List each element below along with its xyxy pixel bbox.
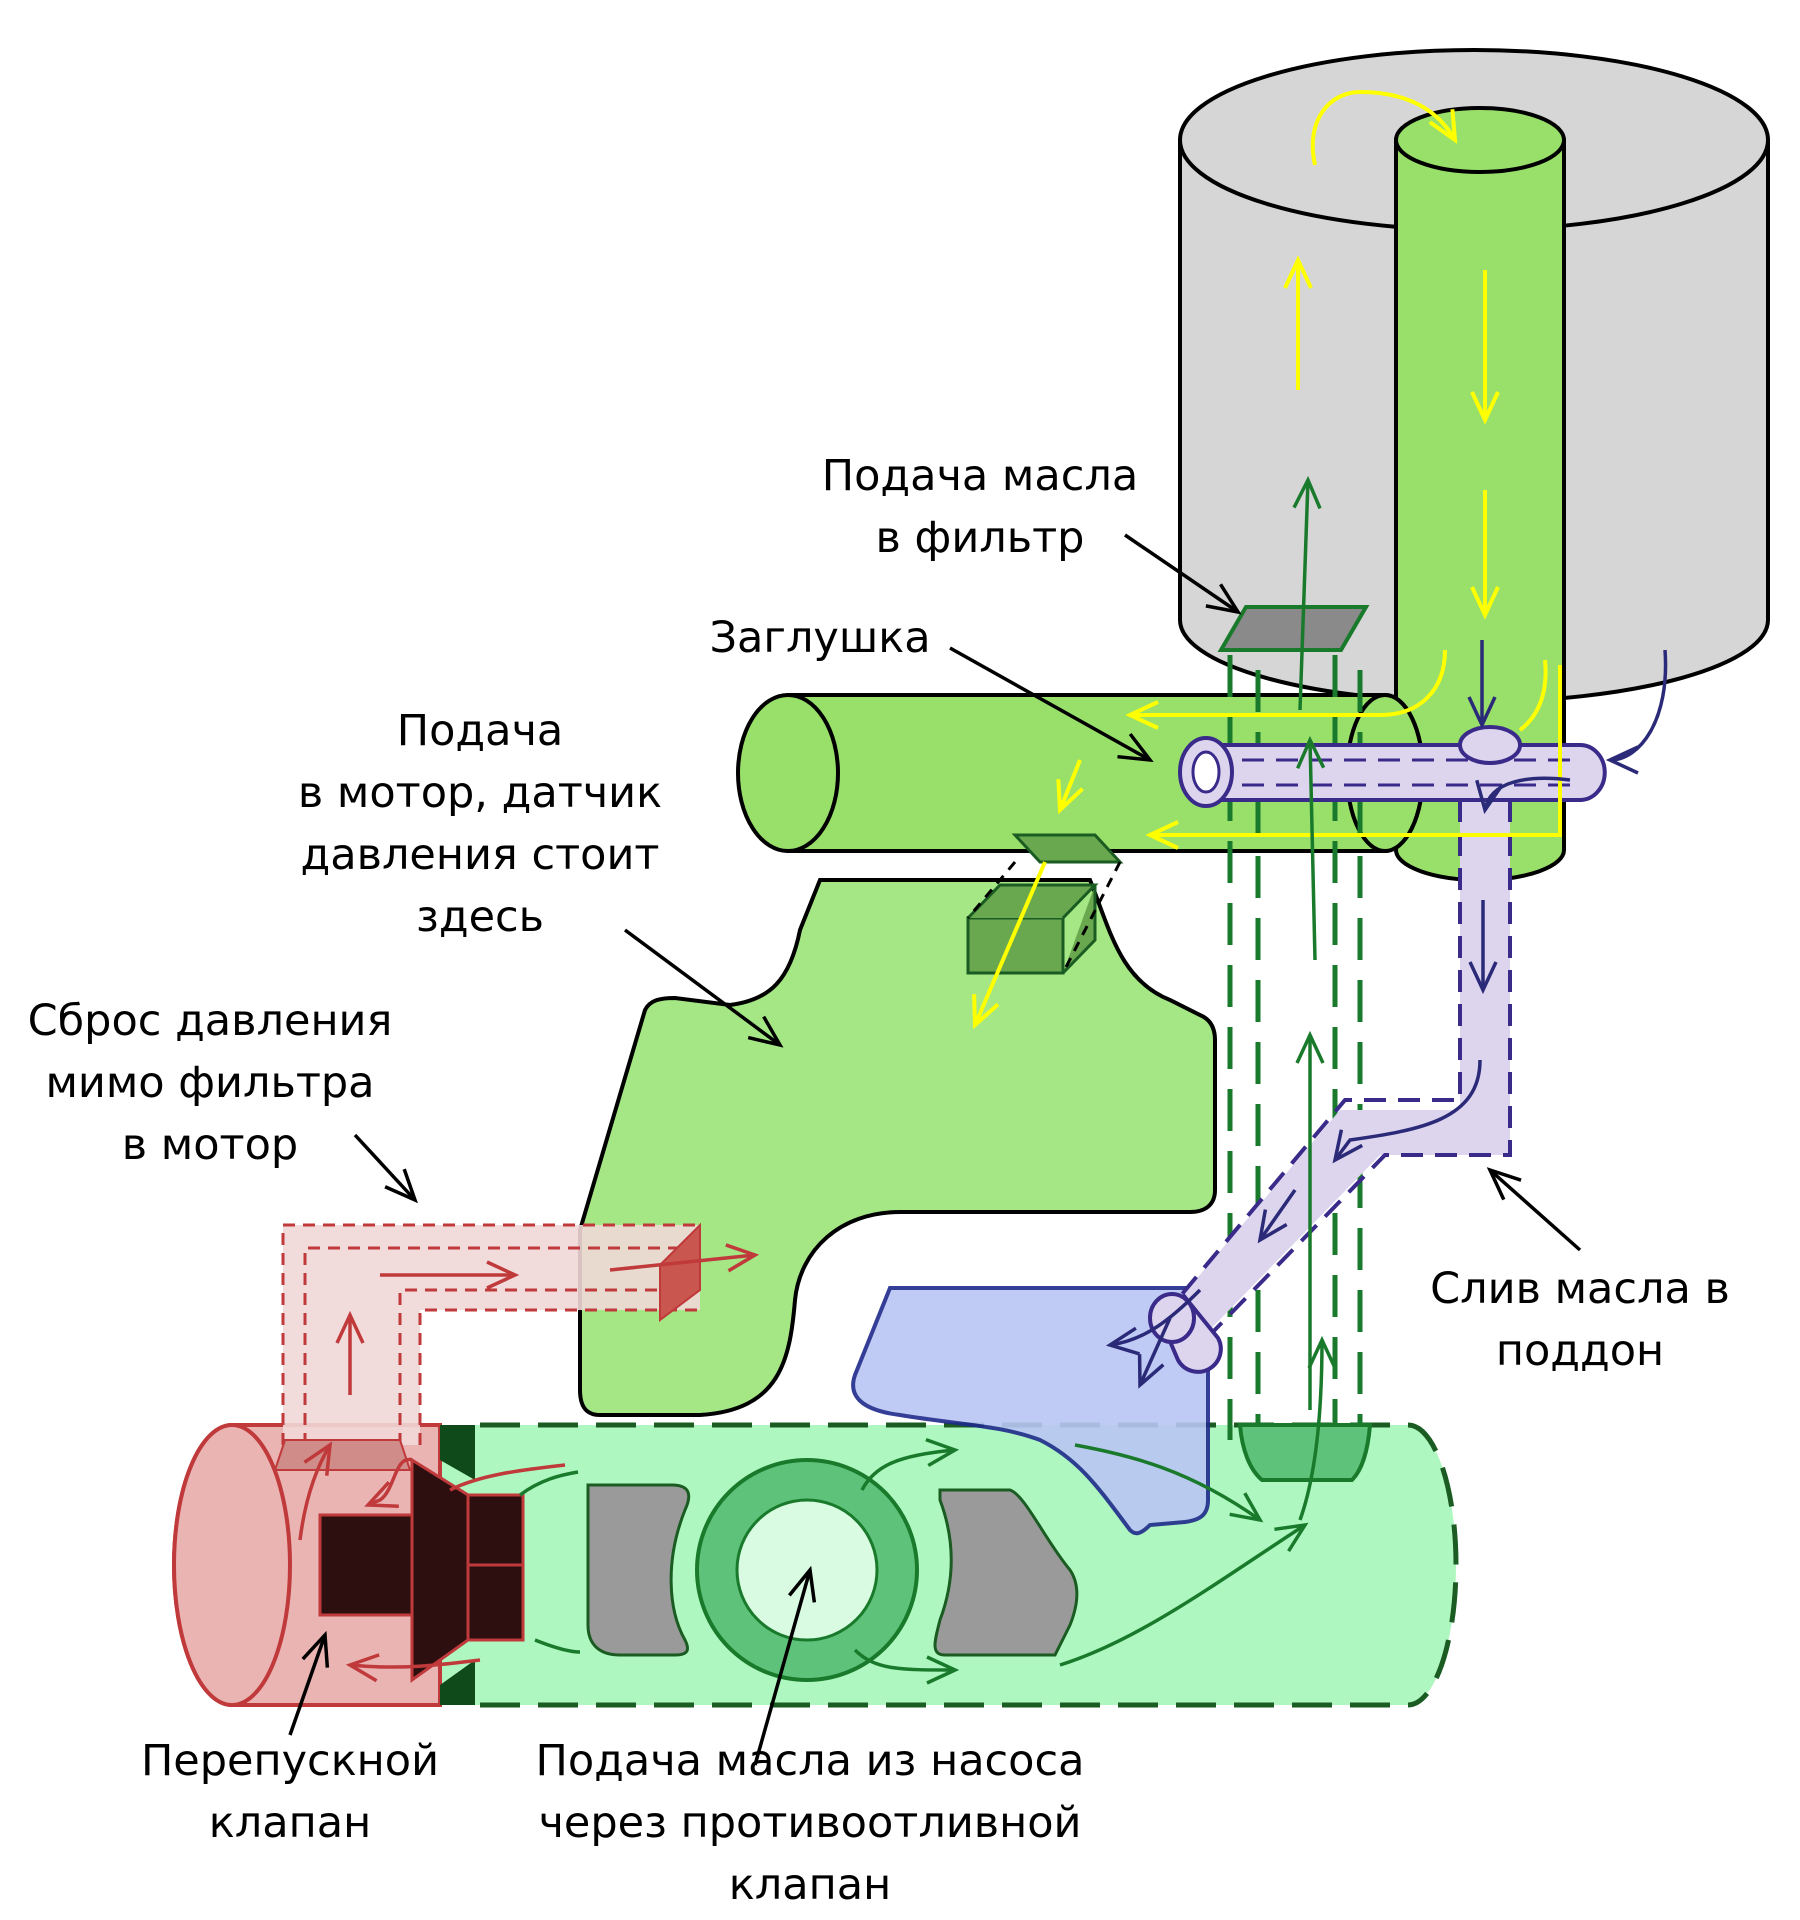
pressure-sensor-port <box>966 833 1124 975</box>
label-pressure-relief-line1: Сброс давления <box>27 996 393 1046</box>
label-engine-feed-line4: здесь <box>415 892 545 942</box>
label-plug: Заглушка <box>690 607 950 669</box>
label-pump-feed-line1: Подача масла из насоса <box>535 1736 1085 1786</box>
filter-inlet-port <box>1217 605 1370 652</box>
label-drain: Слив масла в поддон <box>1400 1258 1760 1382</box>
label-pump-feed-line2: через противоотливной <box>538 1798 1082 1848</box>
label-bypass-valve: Перепускной клапан <box>120 1730 460 1854</box>
label-pressure-relief-line3: в мотор <box>121 1120 299 1170</box>
bypass-valve <box>318 1425 525 1705</box>
label-engine-feed: Подача в мотор, датчик давления стоит зд… <box>270 700 690 948</box>
label-pump-feed: Подача масла из насоса через противоотли… <box>520 1730 1100 1916</box>
riser-port <box>1237 1423 1373 1482</box>
flow-yellow <box>975 89 1562 1025</box>
label-bypass-valve-line2: клапан <box>208 1798 372 1848</box>
label-filter-inlet-line1: Подача масла <box>821 451 1139 501</box>
label-filter-inlet: Подача масла в фильтр <box>800 445 1160 569</box>
label-plug-line1: Заглушка <box>709 613 931 663</box>
label-pump-feed-line3: клапан <box>728 1860 892 1910</box>
flow-red <box>298 1255 755 1667</box>
label-drain-line1: Слив масла в <box>1430 1264 1730 1314</box>
label-engine-feed-line2: в мотор, датчик <box>297 768 663 818</box>
leader-arrows <box>288 533 1582 1766</box>
label-engine-feed-line1: Подача <box>396 706 564 756</box>
anti-drainback-valve <box>695 1458 919 1682</box>
flow-navy <box>1110 640 1668 1385</box>
label-bypass-valve-line1: Перепускной <box>140 1736 440 1786</box>
label-filter-inlet-line2: в фильтр <box>875 513 1085 563</box>
flow-green <box>518 480 1322 1670</box>
label-engine-feed-line3: давления стоит <box>300 830 660 880</box>
pump-crescent-right <box>933 1488 1079 1657</box>
label-pressure-relief: Сброс давления мимо фильтра в мотор <box>20 990 400 1176</box>
pump-crescent-left <box>586 1483 691 1657</box>
label-drain-line2: поддон <box>1495 1326 1665 1376</box>
label-pressure-relief-line2: мимо фильтра <box>45 1058 375 1108</box>
